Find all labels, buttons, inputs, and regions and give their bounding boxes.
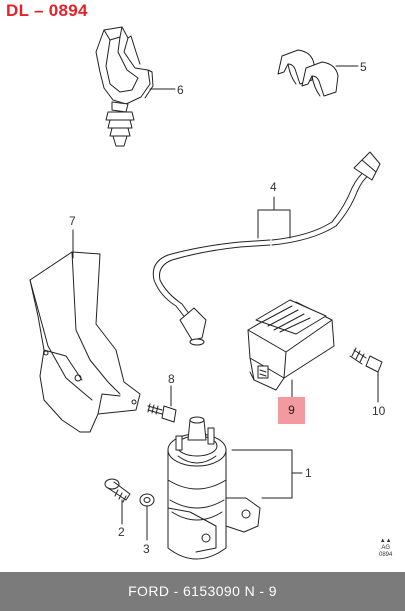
corner-mark-arrows: ▲▲ (379, 538, 392, 544)
part-7-heat-shield (30, 252, 140, 432)
leader-1 (232, 450, 302, 498)
part-5-double-clip (278, 50, 338, 96)
callout-1: 1 (305, 466, 312, 480)
callout-3: 3 (143, 542, 150, 556)
highlighted-part-9[interactable]: 9 (278, 397, 305, 424)
callout-4: 4 (270, 180, 277, 194)
footer-bar: FORD - 6153090 N - 9 (0, 572, 405, 611)
part-1-ignition-coil (168, 417, 260, 559)
part-8-screw (148, 404, 176, 422)
callout-6: 6 (177, 83, 184, 97)
part-10-bolt (350, 348, 382, 372)
leader-4 (258, 197, 290, 238)
callout-5: 5 (360, 60, 367, 74)
diagram-code: DL – 0894 (6, 1, 88, 20)
callout-10: 10 (372, 404, 386, 418)
callout-9: 9 (288, 403, 295, 417)
part-9-ignition-module (248, 300, 334, 390)
callout-8: 8 (168, 372, 175, 386)
part-2-screw (105, 479, 130, 502)
corner-reference-mark: ▲▲ AG 0894 (379, 538, 392, 559)
part-reference-text: FORD - 6153090 N - 9 (128, 583, 277, 599)
callout-2: 2 (118, 525, 125, 539)
part-3-washer (140, 494, 154, 506)
exploded-view-drawing (0, 0, 405, 572)
part-4-ht-lead (153, 152, 380, 345)
part-6-clip (96, 27, 153, 146)
callout-7: 7 (69, 214, 76, 228)
corner-mark-number: 0894 (379, 552, 393, 558)
corner-mark-code: AG (381, 545, 391, 551)
